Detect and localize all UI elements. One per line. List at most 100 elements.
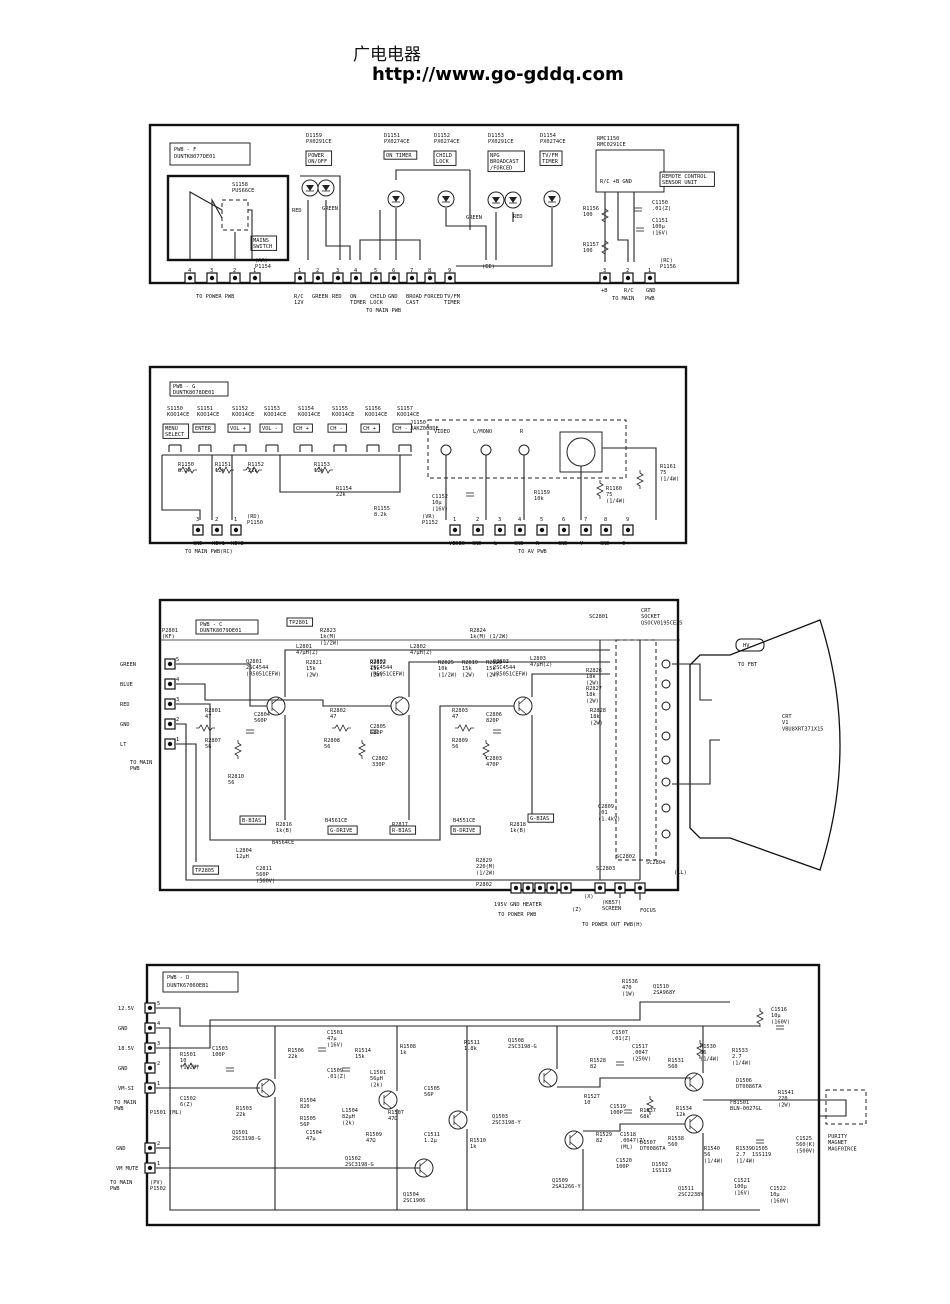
header-url[interactable]: http://www.go-gddq.com xyxy=(372,64,624,85)
wire xyxy=(261,1089,270,1097)
led-color: RED xyxy=(292,208,302,214)
terminal-pin-hole xyxy=(537,885,543,891)
wire xyxy=(180,1062,199,1070)
terminal-pin-hole xyxy=(167,701,173,707)
ic-label: B4551CE xyxy=(453,818,475,824)
diode-triangle xyxy=(492,197,500,203)
pin-number: 9 xyxy=(626,517,629,523)
pin-label: C xyxy=(622,541,625,547)
pin-number: 4 xyxy=(176,677,179,683)
terminal-pin-hole xyxy=(539,527,545,533)
pin-number: 7 xyxy=(410,268,413,274)
label-box xyxy=(293,423,313,433)
terminal-pin-hole xyxy=(214,527,220,533)
wire xyxy=(456,208,553,267)
connector-tag: (Z) xyxy=(572,907,582,913)
pin-label: GREEN xyxy=(312,294,328,300)
wire xyxy=(689,1073,698,1081)
pin-number: 1 xyxy=(157,1161,160,1167)
pin-number: 2 xyxy=(626,268,629,274)
label-box xyxy=(383,150,418,160)
pin-number: 9 xyxy=(448,268,451,274)
terminal-pin-hole xyxy=(563,885,569,891)
wire xyxy=(332,724,351,732)
wire xyxy=(696,1040,704,1059)
label-box xyxy=(259,423,283,433)
socket-pin xyxy=(661,803,671,813)
wire xyxy=(176,683,391,707)
socket-pin xyxy=(661,701,671,711)
switch-label: ENTER xyxy=(195,426,212,432)
ic-label: B4561CE xyxy=(325,818,347,824)
terminal-pin-hole xyxy=(447,275,453,281)
pwb-code: DUNTK8079DE01 xyxy=(200,628,241,634)
label-box xyxy=(433,150,457,166)
wire xyxy=(383,1091,392,1099)
pwb-code: DUNTK8078DE01 xyxy=(173,390,214,396)
terminal-pin-hole xyxy=(167,661,173,667)
terminal-pin-hole xyxy=(195,527,201,533)
rca-jack-symbol xyxy=(440,444,452,456)
terminal-pin-hole xyxy=(602,275,608,281)
pin-number: 3 xyxy=(176,697,179,703)
input-label: GREEN xyxy=(120,662,136,668)
wire xyxy=(383,1101,392,1109)
pin-label: GND xyxy=(472,541,482,547)
component-label: C2809.01(1.4kV) xyxy=(598,804,620,822)
terminal-pin-hole xyxy=(147,1045,153,1051)
pin-label: GND xyxy=(646,288,656,294)
wire xyxy=(178,466,197,474)
ic-label: B4564CE xyxy=(272,840,294,846)
terminal-pin-hole xyxy=(637,885,643,891)
pin-label: GND xyxy=(558,541,568,547)
wire xyxy=(176,703,514,841)
pin-number: 4 xyxy=(157,1021,160,1027)
crt-socket-outline xyxy=(615,639,657,861)
drive-tag: G-DRIVE xyxy=(330,828,352,834)
input-label: GND xyxy=(118,1026,128,1032)
wire xyxy=(176,743,197,862)
terminal-pin-hole xyxy=(209,275,215,281)
wire xyxy=(601,206,609,225)
wire xyxy=(543,1069,552,1077)
pin-number: 1 xyxy=(176,737,179,743)
connector-tag: (X) xyxy=(584,894,594,900)
pin-number: 2 xyxy=(215,517,218,523)
sensor-pins: R/C +B GND xyxy=(600,179,632,185)
terminal-pin-hole xyxy=(409,275,415,281)
led-symbol xyxy=(387,190,405,208)
wire xyxy=(156,1027,760,1211)
